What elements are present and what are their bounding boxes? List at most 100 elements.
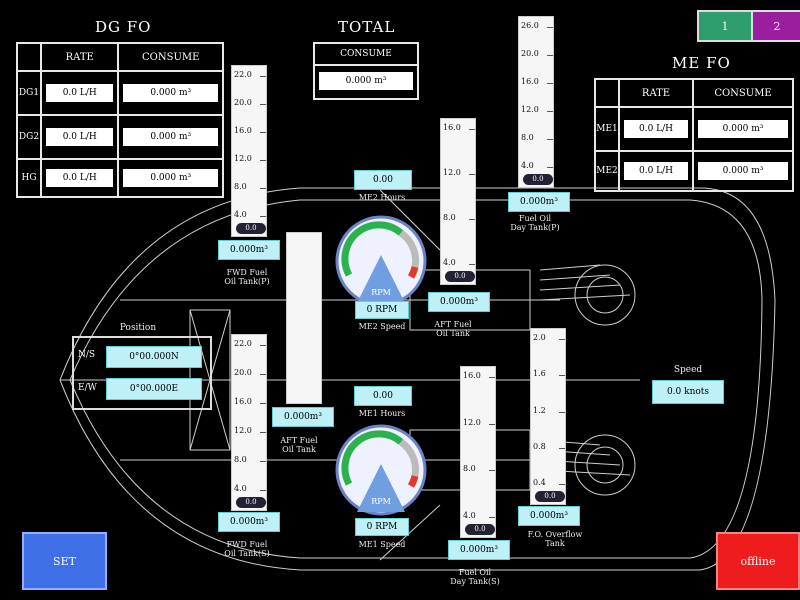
t2-tick-mark [469,219,475,220]
t2-volume-value: 0.000m³ [428,292,490,312]
t4-tick-mark [547,139,553,140]
dg-fo-table: RATE CONSUME DG1 0.0 L/H 0.000 m³ DG2 0.… [16,42,224,198]
t7-tick-label: 4.0 [463,511,476,520]
t7-tick-label: 8.0 [463,464,476,474]
dg-consume-header: CONSUME [117,42,224,72]
t2-level-indicator: 0.0 [445,271,475,282]
t1-tick-label: 20.0 [234,98,252,107]
t4-tick-mark [547,55,553,56]
t3-tank-label: AFT Fuel Oil Tank [280,436,318,454]
position-title: Position [119,323,157,333]
t8-tick-label: 0.8 [533,441,546,451]
t7-tick-mark [489,377,495,378]
t1-tick-label: 8.0 [234,182,247,191]
me2-speed-label: ME2 Speed [358,322,406,331]
t7-tick-mark [489,470,495,472]
me2-consume: 0.000 m³ [698,162,788,180]
t2-tick-label: 8.0 [443,213,456,222]
t1-tick-label: 4.0 [234,210,247,219]
t7-tick-mark [489,423,495,425]
t1-tick-label: 16.0 [234,126,252,135]
t2-tick-mark [469,264,475,265]
t1-tick-mark [260,216,266,217]
me1-rpm-unit: RPM [371,497,391,506]
t1-tick-label: 12.0 [234,154,252,163]
t5-tick-mark [260,374,266,375]
t1-tick-mark [260,160,266,161]
t8-level-indicator: 0.0 [535,491,565,502]
dg-rate-header: RATE [39,42,120,72]
ew-label: E/W [78,383,97,393]
t5-tick-label: 4.0 [234,484,247,493]
me1-hours-value: 0.00 [354,386,412,406]
ns-value: 0°00.000N [106,346,202,368]
t3-volume-value: 0.000m³ [272,407,334,427]
hg-label: HG [16,158,42,198]
dg2-label: DG2 [16,114,42,160]
t4-tick-label: 20.0 [521,49,539,58]
t7-level-indicator: 0.0 [465,524,495,535]
t1-tick-mark [260,76,266,77]
total-consume-value: 0.000 m³ [319,72,413,90]
t2-tick-label: 12.0 [443,168,461,177]
t8-tick-mark [559,447,565,449]
t7-tick-label: 12.0 [463,417,481,427]
t5-level-indicator: 0.0 [236,497,266,508]
t4-tick-mark [547,27,553,28]
t4-tick-mark [547,111,553,112]
t5-tick-mark [260,403,266,404]
t4-tick-label: 16.0 [521,77,539,86]
t2-tick-label: 4.0 [443,258,456,267]
me1-hours-label: ME1 Hours [358,409,406,418]
t5-tick-label: 20.0 [234,368,252,377]
me2-rpm-unit: RPM [371,288,391,297]
me1-rpm-dial: RPM [335,424,427,516]
t4-tick-label: 12.0 [521,105,539,114]
t4-tick-label: 4.0 [521,161,534,170]
t7-tick-mark [489,517,495,518]
t5-tick-label: 22.0 [234,339,252,348]
dg1-consume: 0.000 m³ [123,84,218,102]
t8-tick-label: 2.0 [533,333,546,342]
me2-rpm-value: 0 RPM [355,301,409,319]
t5-tick-mark [260,461,266,462]
t5-tick-mark [260,490,266,491]
t2-tick-mark [469,129,475,130]
t8-tank-label: F.O. Overflow Tank [527,530,583,548]
t1-tank-label: FWD Fuel Oil Tank(P) [224,268,270,286]
me-rate-header: RATE [617,78,695,108]
t6-level-gauge [286,232,322,404]
t4-tick-mark [547,167,553,168]
me-fo-title: ME FO [672,54,731,72]
t8-tick-label: 1.6 [533,369,546,379]
hg-consume: 0.000 m³ [123,169,218,187]
t8-tick-label: 1.2 [533,405,546,415]
speed-title: Speed [673,365,703,375]
offline-button[interactable]: offline [716,532,800,590]
page-2-button[interactable]: 2 [751,10,800,42]
dg2-consume: 0.000 m³ [123,128,218,146]
me2-hours-label: ME2 Hours [358,193,406,202]
t5-volume-value: 0.000m³ [218,512,280,532]
dg1-rate: 0.0 L/H [46,84,114,102]
t5-tick-label: 16.0 [234,397,252,406]
me2-label: ME2 [594,150,620,192]
me-fo-table: RATE CONSUME ME1 0.0 L/H 0.000 m³ ME2 0.… [594,78,794,192]
t4-tick-label: 26.0 [521,21,539,30]
me1-speed-label: ME1 Speed [358,540,406,549]
ns-label: N/S [78,350,96,360]
t4-volume-value: 0.000m³ [508,192,570,212]
t2-tank-label: AFT Fuel Oil Tank [434,320,472,338]
t1-tick-mark [260,132,266,133]
t8-tick-mark [559,411,565,413]
set-button[interactable]: SET [22,532,107,590]
me1-label: ME1 [594,106,620,152]
total-title: TOTAL [338,18,396,36]
me1-rpm-value: 0 RPM [355,518,409,536]
t8-tick-mark [559,484,565,485]
t4-tank-label: Fuel Oil Day Tank(P) [510,214,560,232]
dg-fo-title: DG FO [95,18,152,36]
page-1-button[interactable]: 1 [697,10,753,42]
t8-tick-label: 0.4 [533,478,546,487]
